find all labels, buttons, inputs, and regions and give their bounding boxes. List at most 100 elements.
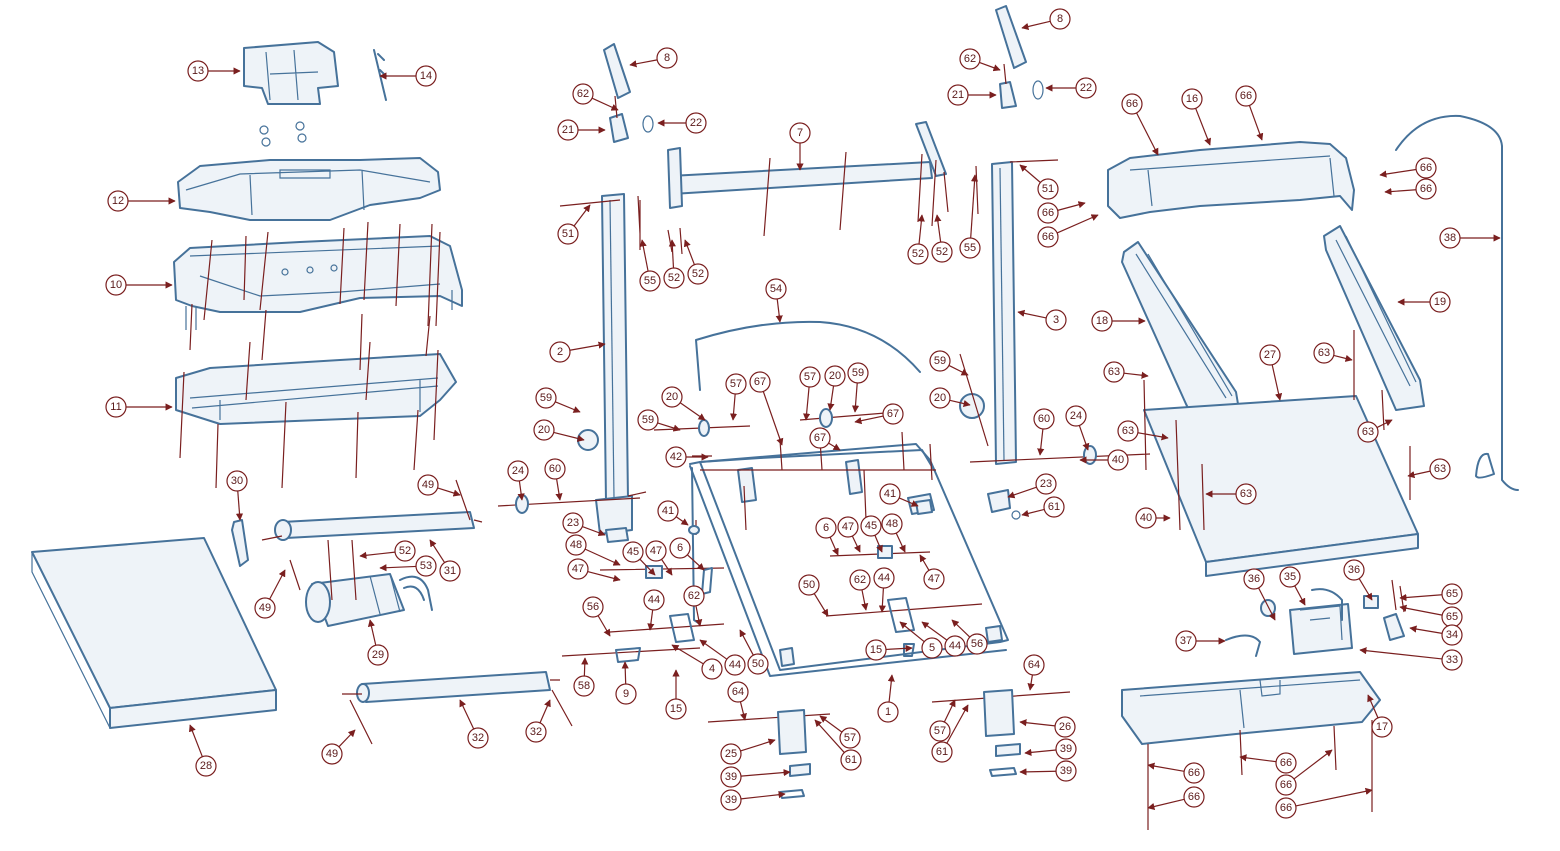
callout-circle bbox=[107, 190, 129, 212]
callout-number: 23 bbox=[1040, 478, 1052, 490]
callout-circle bbox=[687, 263, 709, 285]
callout-circle bbox=[879, 483, 901, 505]
callout-circle bbox=[873, 567, 895, 589]
callout-20: 20 bbox=[824, 365, 846, 411]
callout-number: 5 bbox=[929, 642, 935, 654]
callout-circle bbox=[1103, 361, 1125, 383]
deck-base-plate bbox=[1143, 330, 1419, 577]
callout-leader bbox=[1358, 578, 1373, 601]
callout-leader bbox=[1295, 787, 1373, 807]
callout-number: 21 bbox=[952, 89, 964, 101]
callout-63: 63 bbox=[1103, 361, 1149, 383]
callout-circle bbox=[1037, 226, 1059, 248]
callout-circle bbox=[1023, 654, 1045, 676]
callout-number: 63 bbox=[1240, 488, 1252, 500]
callout-circle bbox=[656, 47, 678, 69]
callout-circle bbox=[1279, 566, 1301, 588]
callout-number: 66 bbox=[1280, 757, 1292, 769]
callout-number: 63 bbox=[1108, 366, 1120, 378]
callout-circle bbox=[1235, 85, 1257, 107]
callout-leader bbox=[1147, 762, 1185, 772]
callout-number: 59 bbox=[852, 367, 864, 379]
callout-circle bbox=[195, 755, 217, 777]
callout-22: 22 bbox=[1045, 77, 1097, 99]
callout-61: 61 bbox=[814, 719, 862, 771]
callout-circle bbox=[798, 574, 820, 596]
callout-leader bbox=[739, 629, 754, 656]
callout-29: 29 bbox=[367, 619, 389, 666]
callout-number: 22 bbox=[1080, 82, 1092, 94]
callout-leader bbox=[668, 239, 676, 269]
callout-number: 44 bbox=[878, 572, 890, 584]
callout-number: 61 bbox=[936, 746, 948, 758]
callout-leader bbox=[851, 535, 861, 553]
callout-number: 44 bbox=[949, 640, 961, 652]
callout-number: 8 bbox=[664, 52, 670, 64]
callout-number: 49 bbox=[259, 602, 271, 614]
callout-67: 67 bbox=[749, 371, 784, 446]
callout-circle bbox=[765, 278, 787, 300]
callout-number: 20 bbox=[666, 391, 678, 403]
callout-number: 38 bbox=[1444, 232, 1456, 244]
callout-20: 20 bbox=[533, 419, 585, 442]
callout-number: 1 bbox=[885, 706, 891, 718]
callout-circle bbox=[789, 122, 811, 144]
callout-12: 12 bbox=[107, 190, 176, 212]
callout-leader bbox=[1019, 719, 1056, 727]
callout-number: 45 bbox=[865, 520, 877, 532]
callout-circle bbox=[321, 743, 343, 765]
callout-number: 49 bbox=[326, 748, 338, 760]
callout-leader bbox=[359, 551, 396, 559]
callout-leader bbox=[762, 391, 784, 446]
callout-number: 63 bbox=[1362, 426, 1374, 438]
callout-circle bbox=[572, 83, 594, 105]
callout-number: 62 bbox=[577, 88, 589, 100]
callout-circle bbox=[1054, 716, 1076, 738]
callout-21: 21 bbox=[557, 119, 606, 141]
callout-number: 7 bbox=[797, 127, 803, 139]
callout-circle bbox=[799, 366, 821, 388]
callout-number: 33 bbox=[1446, 654, 1458, 666]
pivot-hardware-right bbox=[799, 353, 1151, 657]
callout-leader bbox=[948, 364, 969, 376]
callout-66: 66 bbox=[1037, 201, 1086, 224]
callout-leader bbox=[813, 593, 829, 617]
callout-circle bbox=[1439, 227, 1461, 249]
callout-circle bbox=[1075, 77, 1097, 99]
callout-59: 59 bbox=[637, 409, 681, 432]
callout-number: 20 bbox=[538, 424, 550, 436]
callout-circle bbox=[467, 727, 489, 749]
callout-circle bbox=[661, 386, 683, 408]
callout-52: 52 bbox=[907, 214, 929, 265]
callout-67: 67 bbox=[854, 403, 904, 425]
callout-circle bbox=[669, 537, 691, 559]
callout-number: 39 bbox=[725, 771, 737, 783]
callout-62: 62 bbox=[572, 83, 619, 111]
callout-23: 23 bbox=[562, 512, 606, 537]
callout-25: 25 bbox=[720, 738, 776, 765]
callout-leader bbox=[679, 402, 706, 421]
callout-63: 63 bbox=[1205, 483, 1257, 505]
callout-number: 66 bbox=[1042, 207, 1054, 219]
callout-48: 48 bbox=[565, 534, 621, 566]
callout-39: 39 bbox=[720, 766, 791, 788]
callout-57: 57 bbox=[725, 373, 747, 421]
callout-number: 9 bbox=[623, 688, 629, 700]
rear-roller bbox=[342, 671, 573, 745]
callout-number: 59 bbox=[934, 355, 946, 367]
callout-circle bbox=[367, 644, 389, 666]
callout-circle bbox=[1117, 420, 1139, 442]
callout-57: 57 bbox=[819, 715, 861, 749]
callout-33: 33 bbox=[1359, 647, 1463, 671]
callout-number: 17 bbox=[1376, 721, 1388, 733]
callout-leader bbox=[555, 478, 563, 501]
callout-61: 61 bbox=[1021, 496, 1065, 518]
callout-circle bbox=[1049, 8, 1071, 30]
callout-circle bbox=[959, 48, 981, 70]
callout-62: 62 bbox=[683, 585, 705, 627]
callout-leader bbox=[899, 621, 925, 643]
callout-number: 47 bbox=[928, 573, 940, 585]
callout-leader bbox=[269, 569, 286, 600]
callout-number: 62 bbox=[688, 590, 700, 602]
